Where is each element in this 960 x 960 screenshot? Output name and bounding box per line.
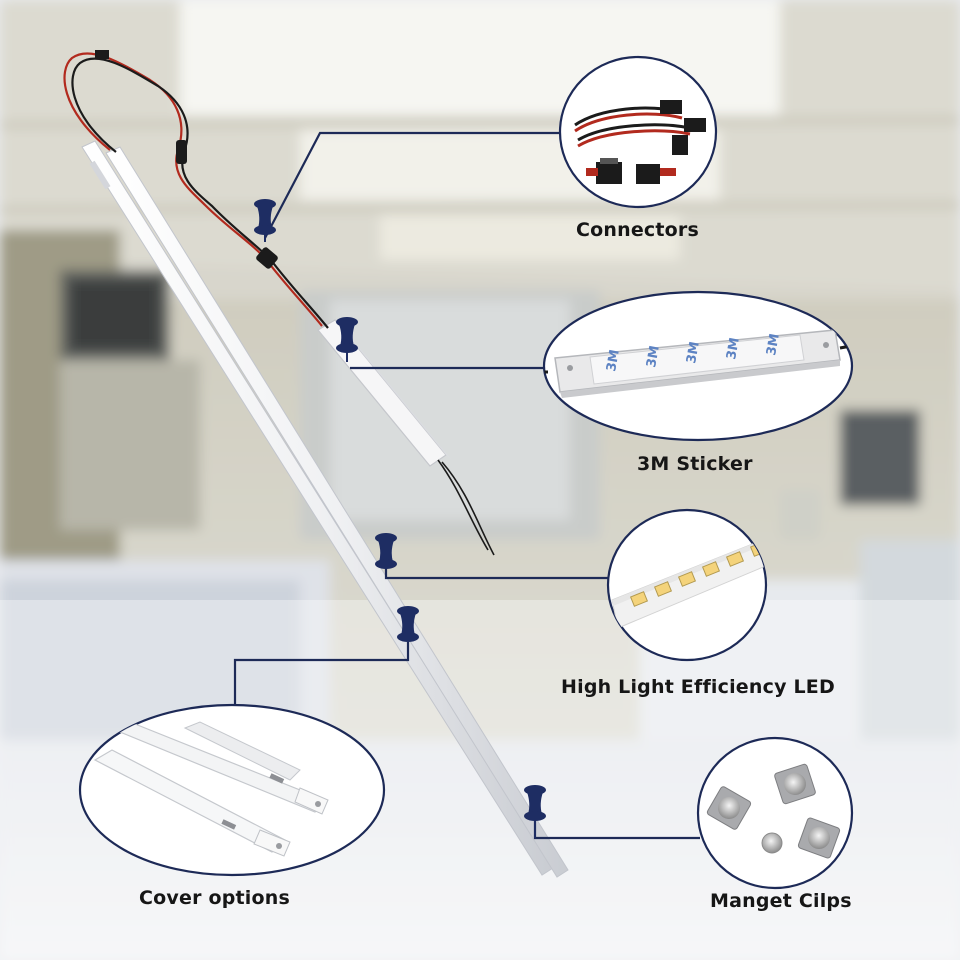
label-magnet-clips: Manget Cilps <box>710 890 852 912</box>
sticker-print-5: 3M <box>764 332 783 356</box>
connectors-detail-circle <box>558 55 718 209</box>
label-3m-sticker: 3M Sticker <box>637 453 753 475</box>
led-bar-set <box>81 140 569 878</box>
pin-led <box>375 533 397 569</box>
sticker-print-1: 3M <box>604 348 623 372</box>
driver-with-sticker-image: 3M 3M 3M 3M 3M <box>544 329 852 398</box>
connector-cables-image <box>574 100 706 184</box>
led-detail-circle <box>606 508 768 662</box>
cover-detail-circle <box>78 703 386 877</box>
sticker-print-2: 3M <box>644 344 663 368</box>
cover-profiles-image <box>93 721 329 857</box>
led-chips-image <box>611 534 766 629</box>
label-cover-options: Cover options <box>139 887 290 909</box>
pin-cover <box>397 606 419 642</box>
pin-connectors <box>254 199 276 242</box>
marker-pins <box>254 199 546 838</box>
led-driver-box <box>317 319 495 556</box>
pin-sticker <box>336 317 358 362</box>
label-connectors: Connectors <box>576 219 700 241</box>
label-led: High Light Efficiency LED <box>561 676 835 698</box>
sticker-print-4: 3M <box>724 336 743 360</box>
sticker-detail-circle: 3M 3M 3M 3M 3M <box>542 290 854 442</box>
wire-harness <box>63 50 329 329</box>
sticker-print-3: 3M <box>684 340 703 364</box>
magnet-clips-image <box>706 763 841 859</box>
clips-detail-circle <box>696 736 854 890</box>
pin-clips <box>524 785 546 838</box>
